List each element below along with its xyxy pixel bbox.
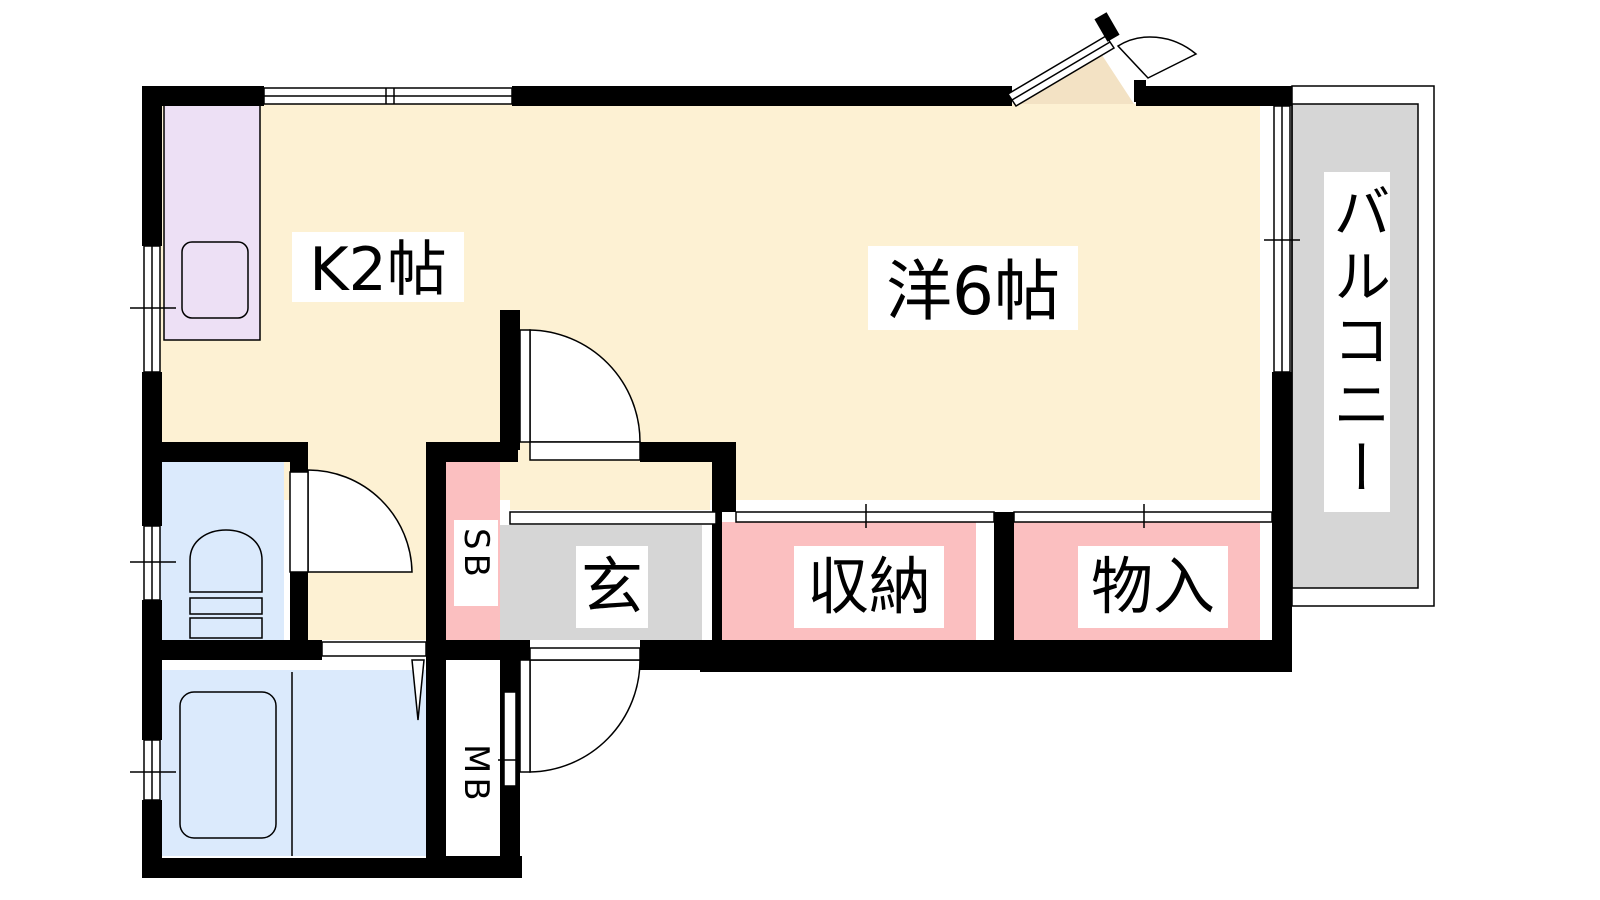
toilet-door bbox=[307, 469, 413, 573]
shoebox-label-bg bbox=[454, 520, 498, 606]
western-label: 洋6帖 bbox=[886, 253, 1060, 330]
doors bbox=[289, 36, 1198, 773]
bath-door bbox=[411, 659, 425, 721]
floors bbox=[160, 52, 1435, 856]
closet-label: 物入 bbox=[1091, 550, 1215, 623]
windows bbox=[130, 12, 1300, 801]
entrance-label: 玄 bbox=[581, 550, 643, 623]
fixtures bbox=[179, 529, 293, 856]
bay-door bbox=[1116, 36, 1198, 79]
toilet bbox=[189, 529, 263, 593]
kitchen-label-bg bbox=[292, 232, 464, 302]
room-door bbox=[529, 329, 641, 443]
balcony-rail bbox=[1291, 85, 1435, 607]
meterbox-label: MB bbox=[456, 744, 496, 805]
balcony-label-bg bbox=[1324, 172, 1390, 512]
toilet-tank bbox=[189, 597, 263, 615]
entry-door bbox=[529, 659, 641, 773]
closet-label-bg bbox=[1078, 546, 1228, 628]
labels: K2帖 洋6帖 バルコニー 玄 収納 物入 SB MB bbox=[292, 172, 1391, 822]
kitchen-label: K2帖 bbox=[309, 235, 447, 305]
meterbox-label-bg bbox=[454, 736, 498, 822]
bathtub bbox=[179, 691, 277, 839]
sink bbox=[181, 241, 249, 319]
entrance-label-bg bbox=[576, 546, 648, 628]
shoebox-label: SB bbox=[456, 528, 496, 581]
storage-label: 収納 bbox=[807, 550, 931, 623]
toilet-base bbox=[189, 617, 263, 639]
western-label-bg bbox=[868, 246, 1078, 330]
balcony-label: バルコニー bbox=[1323, 182, 1391, 502]
storage-label-bg bbox=[794, 546, 944, 628]
